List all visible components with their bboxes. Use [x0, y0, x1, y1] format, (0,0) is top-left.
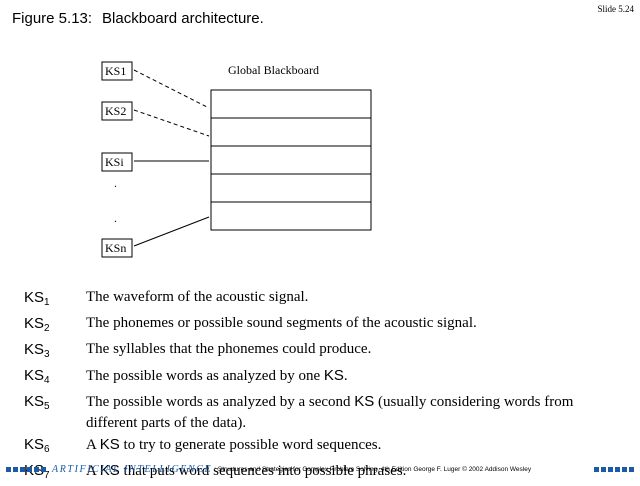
legend-description: A KS to try to generate possible word se… — [86, 436, 382, 453]
ks-box-label: KSi — [105, 155, 124, 169]
legend-key: KS4 — [24, 367, 50, 386]
legend-description: The waveform of the acoustic signal. — [86, 289, 309, 305]
legend-row: KS6 A KS to try to generate possible word… — [24, 434, 624, 460]
legend-key: KS6 — [24, 436, 50, 455]
blackboard-stack — [210, 89, 372, 231]
blackboard-level — [210, 201, 372, 231]
footer-squares-left — [6, 466, 46, 472]
ks-box-n: KSn — [101, 238, 133, 258]
figure-label: Figure 5.13: — [12, 10, 93, 27]
legend-description: The possible words as analyzed by a seco… — [86, 393, 574, 431]
blackboard-level — [210, 89, 372, 119]
legend-description: The possible words as analyzed by one KS… — [86, 367, 348, 384]
connector-ks1 — [133, 69, 210, 109]
legend-description: A KS that puts word sequences into possi… — [86, 462, 407, 479]
ks-box-2: KS2 — [101, 101, 133, 121]
footer-bar: ARTIFICIAL INTELLIGENCE : Structures and… — [0, 462, 640, 476]
figure-caption: Blackboard architecture. — [102, 10, 264, 27]
legend-row: KS1 The waveform of the acoustic signal. — [24, 287, 624, 313]
ks-box-label: KSn — [105, 241, 126, 255]
figure-title: Figure 5.13: Blackboard architecture. — [12, 10, 264, 27]
legend-key: KS5 — [24, 393, 50, 412]
legend-row: KS2 The phonemes or possible sound segmen… — [24, 313, 624, 339]
blackboard-level — [210, 173, 372, 203]
legend-key: KS1 — [24, 289, 50, 308]
legend-key: KS2 — [24, 315, 50, 334]
slide-number: Slide 5.24 — [597, 4, 634, 14]
connector-ksn — [133, 216, 210, 247]
ks-box-label: KS1 — [105, 64, 126, 78]
legend-row: KS5 The possible words as analyzed by a s… — [24, 391, 624, 434]
legend-description: The phonemes or possible sound segments … — [86, 315, 477, 331]
footer-text: : Structures and Strategies for Complex … — [214, 465, 532, 473]
blackboard-level — [210, 117, 372, 147]
legend-row: KS4 The possible words as analyzed by one… — [24, 365, 624, 391]
footer-squares-right — [594, 466, 634, 472]
connector-ks2 — [133, 109, 210, 137]
ellipsis-dot: . — [114, 211, 117, 225]
blackboard-diagram: Global Blackboard KS1 KS2 KSi KSn . . — [101, 61, 372, 258]
footer-brand: ARTIFICIAL INTELLIGENCE — [52, 463, 213, 475]
legend-key: KS3 — [24, 341, 50, 360]
legend-description: The syllables that the phonemes could pr… — [86, 341, 372, 357]
blackboard-label: Global Blackboard — [228, 63, 319, 77]
legend-row: KS7A KS that puts word sequences into po… — [24, 460, 624, 486]
ellipsis-dot: . — [114, 176, 117, 190]
connector-lines — [133, 69, 210, 247]
ks-box-1: KS1 — [101, 61, 133, 81]
blackboard-level — [210, 145, 372, 175]
ks-box-i: KSi — [101, 152, 133, 172]
ks-box-label: KS2 — [105, 104, 126, 118]
legend-row: KS3 The syllables that the phonemes could… — [24, 339, 624, 365]
